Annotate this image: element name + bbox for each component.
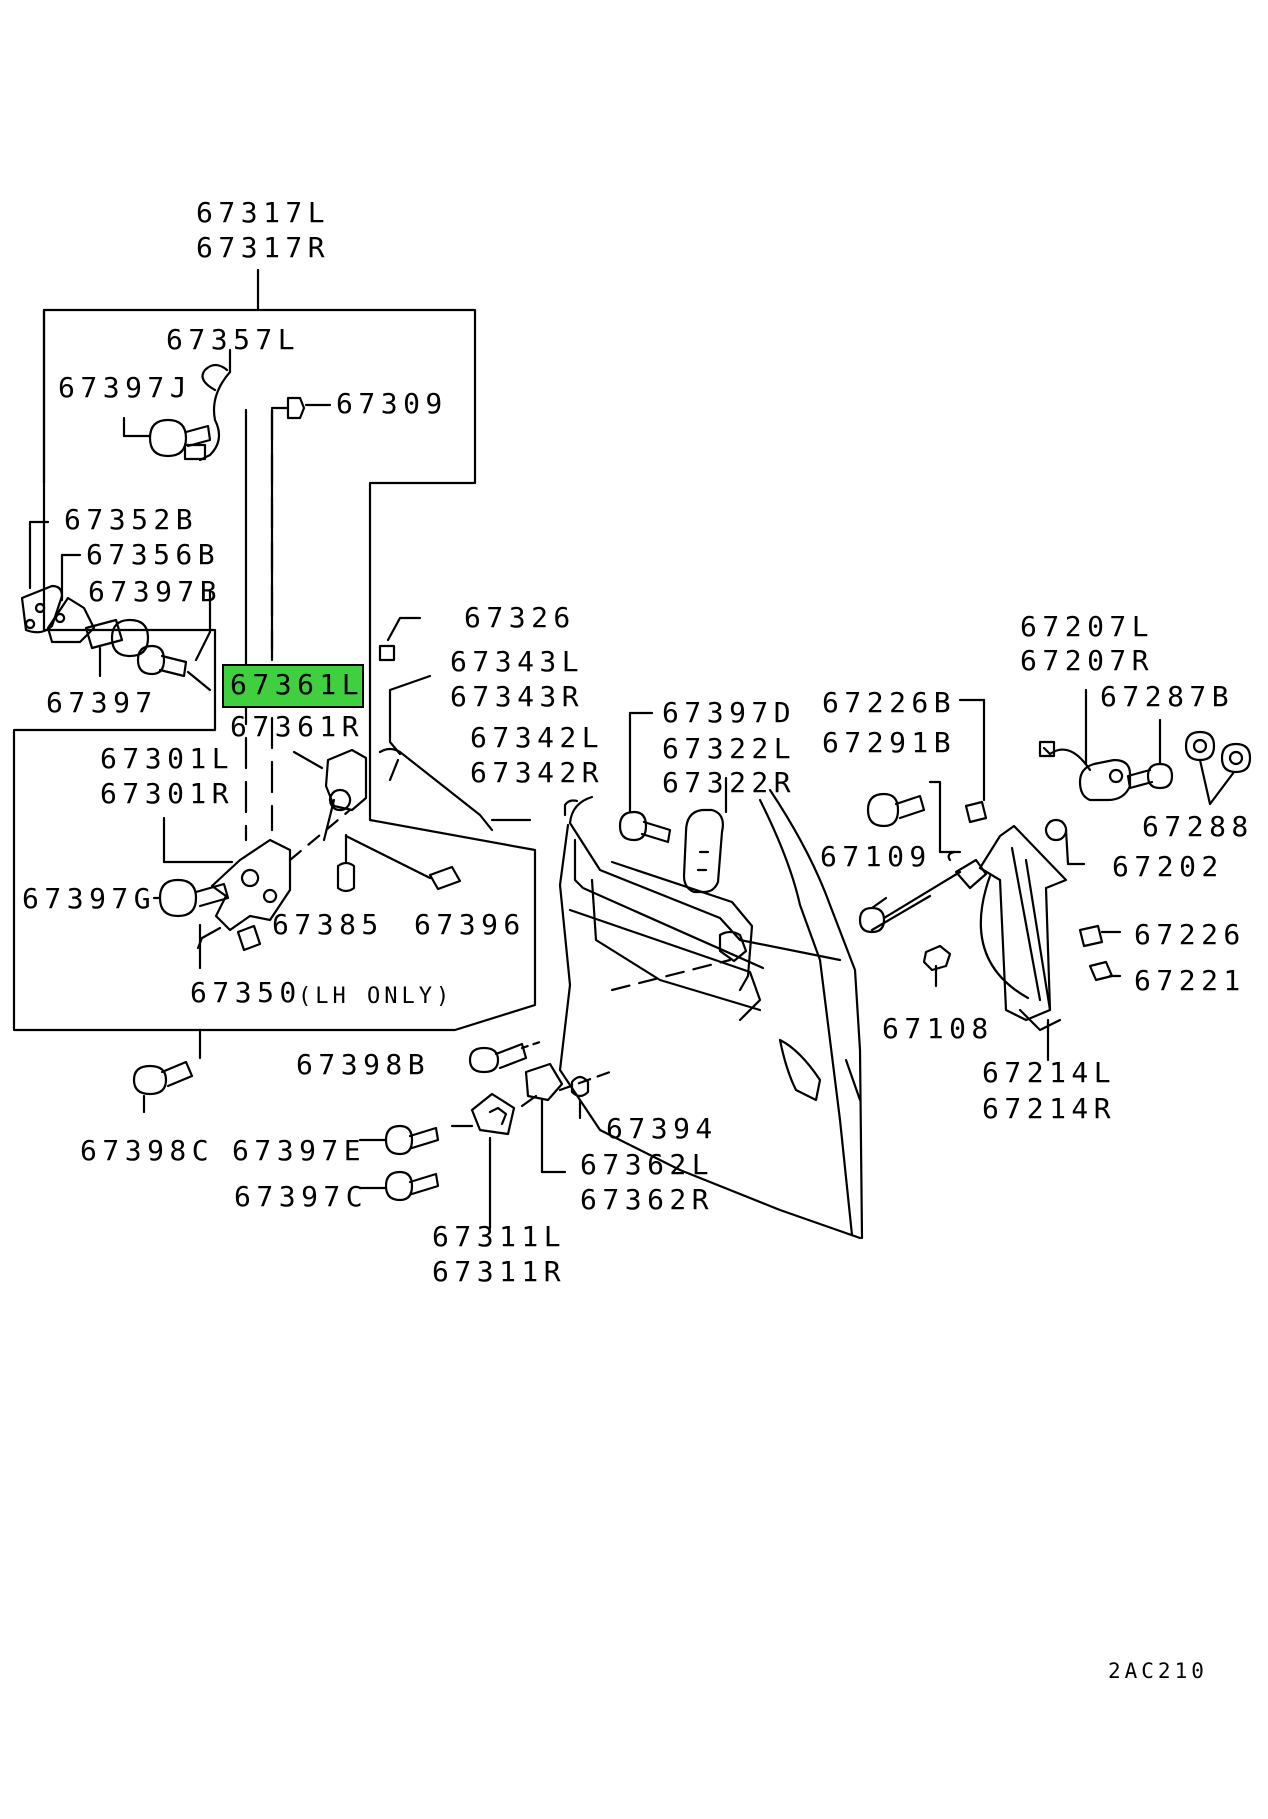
label-67350-note: (LH ONLY)	[298, 984, 454, 1009]
label-67322R[interactable]: 67322R	[662, 766, 797, 799]
bolt-67397C	[384, 1170, 440, 1202]
label-67362R[interactable]: 67362R	[580, 1183, 715, 1216]
label-67226B[interactable]: 67226B	[822, 686, 957, 719]
label-67398B[interactable]: 67398B	[296, 1048, 431, 1081]
bolt-67397E	[384, 1124, 440, 1156]
pad-67352B	[20, 584, 64, 634]
bolt-67397G	[158, 878, 230, 918]
striker-67322	[682, 808, 724, 894]
label-67207R[interactable]: 67207R	[1020, 644, 1155, 677]
label-67317L[interactable]: 67317L	[196, 196, 331, 229]
bolt-67287B	[1126, 762, 1174, 790]
label-67397C[interactable]: 67397C	[234, 1180, 369, 1213]
inset-box-outline	[12, 308, 537, 1032]
label-67287B[interactable]: 67287B	[1100, 680, 1235, 713]
label-67361L[interactable]: 67361L	[230, 668, 365, 701]
clip-67394	[570, 1075, 590, 1098]
bolt-67398C	[132, 1060, 194, 1096]
label-67397J[interactable]: 67397J	[58, 371, 193, 404]
bolt-67397J	[148, 418, 212, 458]
label-67207L[interactable]: 67207L	[1020, 610, 1155, 643]
label-67343L[interactable]: 67343L	[450, 645, 585, 678]
label-67109[interactable]: 67109	[820, 840, 932, 873]
label-67108[interactable]: 67108	[882, 1012, 994, 1045]
label-67356B[interactable]: 67356B	[86, 538, 221, 571]
bracket-67362	[524, 1062, 564, 1102]
label-67342L[interactable]: 67342L	[470, 721, 605, 754]
bolt-67226B	[866, 792, 926, 828]
label-67343R[interactable]: 67343R	[450, 680, 585, 713]
bolt-67397	[84, 618, 150, 658]
label-67398C[interactable]: 67398C	[80, 1134, 215, 1167]
bolt-67397B	[136, 644, 188, 678]
label-67288[interactable]: 67288	[1142, 810, 1254, 843]
nut-67288-b	[1220, 742, 1252, 774]
label-67291B[interactable]: 67291B	[822, 726, 957, 759]
label-67311L[interactable]: 67311L	[432, 1220, 567, 1253]
pin-67385	[336, 861, 356, 893]
label-67362L[interactable]: 67362L	[580, 1148, 715, 1181]
rod-67342	[378, 747, 494, 832]
clip-67221	[1088, 960, 1114, 982]
label-67394[interactable]: 67394	[606, 1112, 718, 1145]
label-67397[interactable]: 67397	[46, 686, 158, 719]
label-67397G[interactable]: 67397G	[22, 882, 157, 915]
lever-67361	[324, 748, 368, 812]
label-67214R[interactable]: 67214R	[982, 1092, 1117, 1125]
cable-67357L	[198, 370, 232, 462]
bolt-67109	[858, 896, 888, 934]
label-67317R[interactable]: 67317R	[196, 231, 331, 264]
label-67352B[interactable]: 67352B	[64, 503, 199, 536]
label-67361R[interactable]: 67361R	[230, 710, 365, 743]
label-67214L[interactable]: 67214L	[982, 1056, 1117, 1089]
clip-67226	[1078, 924, 1104, 948]
label-67326[interactable]: 67326	[464, 601, 576, 634]
clip-67226B-upper	[964, 800, 988, 824]
label-67385[interactable]: 67385	[272, 908, 384, 941]
clip-67309	[286, 396, 306, 420]
label-67309[interactable]: 67309	[336, 387, 448, 420]
latch-67301L	[210, 838, 292, 932]
label-67357L[interactable]: 67357L	[166, 323, 301, 356]
clip-67108	[922, 944, 952, 972]
bolt-67397D	[618, 810, 672, 844]
clip-67109	[954, 858, 988, 890]
label-67396[interactable]: 67396	[414, 908, 526, 941]
label-67397E[interactable]: 67397E	[232, 1134, 367, 1167]
label-67301L[interactable]: 67301L	[100, 742, 235, 775]
label-67311R[interactable]: 67311R	[432, 1255, 567, 1288]
clip-67326	[378, 644, 396, 662]
highlight-box	[222, 664, 364, 708]
part-67350	[236, 924, 262, 952]
nut-67288-a	[1184, 730, 1216, 762]
label-67342R[interactable]: 67342R	[470, 756, 605, 789]
label-67226[interactable]: 67226	[1134, 918, 1246, 951]
bracket-67356B	[46, 596, 96, 644]
label-67397D[interactable]: 67397D	[662, 696, 797, 729]
diagram-code: 2AC210	[1108, 1659, 1208, 1683]
label-67397B[interactable]: 67397B	[88, 575, 223, 608]
label-67350[interactable]: 67350	[190, 976, 302, 1009]
bolt-67398B	[468, 1042, 528, 1074]
label-67221[interactable]: 67221	[1134, 964, 1246, 997]
pin-67396	[428, 865, 462, 891]
label-67322L[interactable]: 67322L	[662, 732, 797, 765]
label-67202[interactable]: 67202	[1112, 850, 1224, 883]
rod-67343	[388, 688, 402, 756]
label-67301R[interactable]: 67301R	[100, 777, 235, 810]
bezel-67311	[470, 1092, 516, 1136]
regulator-67214	[978, 824, 1068, 1022]
washer-67202	[1044, 818, 1068, 842]
